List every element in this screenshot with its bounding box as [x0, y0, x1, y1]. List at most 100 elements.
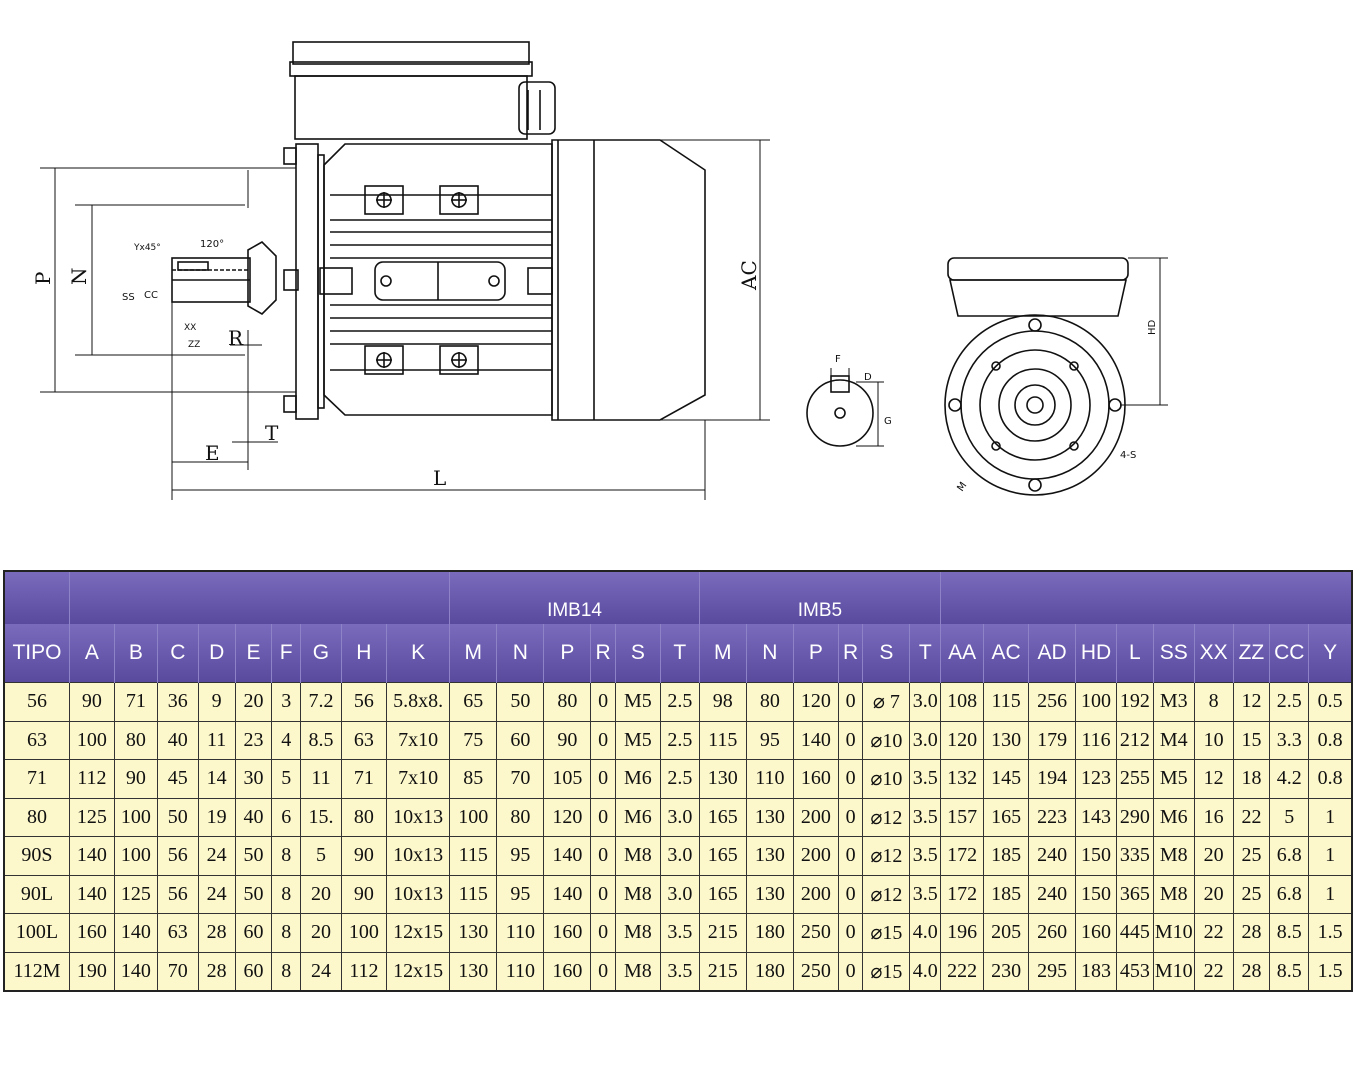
table-cell: 24: [300, 951, 342, 992]
shaft-section: [806, 368, 884, 447]
table-cell: 0.8: [1308, 759, 1353, 799]
column-header: T: [909, 624, 942, 683]
table-cell: 130: [698, 759, 747, 799]
column-header: R: [590, 624, 616, 683]
table-cell: 8: [271, 836, 301, 876]
table-cell: ⌀15: [862, 913, 911, 953]
table-cell: 14: [197, 759, 236, 799]
table-cell: 4.0: [909, 951, 942, 992]
table-cell: 112M: [3, 951, 70, 992]
label-d: D: [864, 372, 872, 383]
table-cell: 110: [496, 913, 545, 953]
table-cell: 95: [745, 720, 794, 760]
table-cell: 5: [300, 836, 342, 876]
table-cell: 160: [1075, 913, 1117, 953]
table-cell: 130: [449, 913, 498, 953]
table-cell: 2.5: [1269, 682, 1310, 722]
motor-dimension-drawing: P N R T E L AC Yx45° 120° SS CC XX ZZ F …: [31, 41, 1168, 500]
table-cell: 20: [1193, 836, 1234, 876]
table-cell: 0: [590, 874, 616, 914]
table-cell: 50: [496, 682, 545, 722]
column-header: AC: [983, 624, 1030, 683]
table-cell: 36: [156, 682, 199, 722]
table-cell: 0: [590, 682, 616, 722]
table-cell: 70: [496, 759, 545, 799]
table-cell: 2.5: [659, 720, 700, 760]
table-cell: ⌀10: [862, 720, 911, 760]
table-cell: 143: [1075, 797, 1117, 837]
column-header: F: [271, 624, 301, 683]
table-cell: 0: [590, 951, 616, 992]
table-cell: 1.5: [1308, 913, 1353, 953]
table-cell: 140: [68, 836, 115, 876]
label-l: L: [433, 466, 446, 490]
table-cell: 130: [983, 720, 1030, 760]
label-t: T: [265, 421, 279, 445]
table-cell: 7x10: [385, 759, 451, 799]
table-cell: 7.2: [300, 682, 342, 722]
table-cell: 180: [745, 951, 794, 992]
table-cell: 3.5: [659, 913, 700, 953]
label-n: N: [67, 268, 91, 286]
end-view: [944, 257, 1168, 496]
table-cell: 71: [113, 682, 158, 722]
table-cell: 71: [340, 759, 387, 799]
label-hd: HD: [1147, 319, 1158, 335]
table-cell: 28: [197, 913, 236, 953]
table-cell: 80: [113, 720, 158, 760]
table-cell: 0: [837, 951, 864, 992]
table-cell: 194: [1028, 759, 1077, 799]
column-header: E: [235, 624, 273, 683]
table-cell: 90: [543, 720, 592, 760]
table-cell: 4.0: [909, 913, 942, 953]
table-cell: M8: [614, 913, 661, 953]
table-cell: 24: [197, 836, 236, 876]
table-cell: 250: [792, 913, 839, 953]
table-cell: 165: [983, 797, 1030, 837]
table-cell: 160: [68, 913, 115, 953]
table-cell: 12x15: [385, 951, 451, 992]
table-cell: 3.0: [659, 836, 700, 876]
table-cell: 19: [197, 797, 236, 837]
table-cell: ⌀15: [862, 951, 911, 992]
table-cell: 65: [449, 682, 498, 722]
table-cell: 3.5: [909, 759, 942, 799]
table-cell: 240: [1028, 874, 1077, 914]
table-cell: 150: [1075, 836, 1117, 876]
table-cell: 45: [156, 759, 199, 799]
table-cell: M5: [1152, 759, 1195, 799]
table-cell: 50: [234, 874, 273, 914]
table-cell: 240: [1028, 836, 1077, 876]
table-cell: 56: [3, 682, 70, 722]
table-cell: 196: [940, 913, 985, 953]
table-cell: 1: [1308, 797, 1353, 837]
table-cell: 7x10: [385, 720, 451, 760]
table-cell: 132: [940, 759, 985, 799]
table-cell: 40: [156, 720, 199, 760]
column-header: Y: [1308, 624, 1353, 683]
table-cell: 140: [113, 951, 158, 992]
group-blank-tail: [940, 571, 1353, 624]
table-cell: 3.3: [1269, 720, 1310, 760]
table-cell: 120: [792, 682, 839, 722]
table-cell: 165: [698, 874, 747, 914]
table-cell: 0: [837, 836, 864, 876]
table-cell: 0: [837, 759, 864, 799]
column-header: H: [341, 624, 387, 683]
table-cell: 0: [837, 720, 864, 760]
label-xx: XX: [184, 323, 196, 333]
column-header: P: [543, 624, 592, 683]
table-cell: ⌀ 7: [862, 682, 911, 722]
table-cell: 90: [340, 874, 387, 914]
table-cell: M8: [1152, 836, 1195, 876]
table-cell: 140: [543, 836, 592, 876]
table-cell: 130: [745, 836, 794, 876]
table-cell: 3.0: [659, 797, 700, 837]
table-cell: 295: [1028, 951, 1077, 992]
table-cell: 100: [68, 720, 115, 760]
table-cell: 200: [792, 874, 839, 914]
table-cell: 3.5: [659, 951, 700, 992]
table-cell: 3.5: [909, 874, 942, 914]
table-cell: 190: [68, 951, 115, 992]
